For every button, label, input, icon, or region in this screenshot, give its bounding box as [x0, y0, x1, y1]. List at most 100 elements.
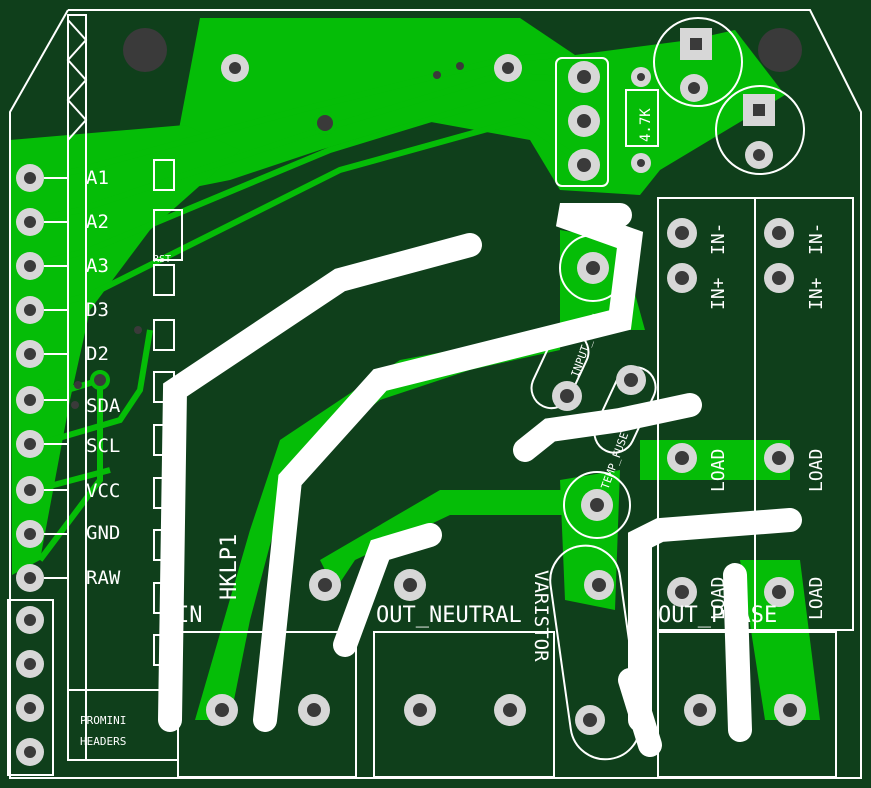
- pad[interactable]: [16, 430, 44, 458]
- pad[interactable]: [494, 694, 526, 726]
- pad[interactable]: [680, 28, 712, 60]
- pad[interactable]: [764, 577, 794, 607]
- relay-block-2: [754, 197, 854, 631]
- header-box: [153, 371, 175, 403]
- pad[interactable]: [764, 443, 794, 473]
- led-outline: [653, 17, 743, 107]
- pin-label-d3: D3: [86, 299, 109, 321]
- bottom-left-header: [7, 599, 54, 776]
- pad[interactable]: [667, 263, 697, 293]
- pad[interactable]: [552, 381, 582, 411]
- pad[interactable]: [568, 149, 600, 181]
- in-label: IN: [176, 603, 203, 628]
- headers-label: HEADERS: [80, 735, 126, 748]
- pad[interactable]: [298, 694, 330, 726]
- pad[interactable]: [206, 694, 238, 726]
- via: [313, 111, 337, 135]
- rst-box: [153, 209, 183, 261]
- pad[interactable]: [16, 694, 44, 722]
- pad[interactable]: [16, 650, 44, 678]
- pad[interactable]: [16, 296, 44, 324]
- pad[interactable]: [774, 694, 806, 726]
- pad[interactable]: [575, 705, 605, 735]
- via-small: [134, 326, 142, 334]
- pin-label-d2: D2: [86, 343, 109, 365]
- fuse-body: [530, 330, 590, 410]
- header-box: [153, 424, 175, 456]
- hlk-label: HKLP1: [217, 534, 242, 600]
- pro-mini-right-header: [153, 159, 183, 666]
- terminal-in: [177, 631, 357, 778]
- relay1-load-label-a: LOAD: [708, 449, 729, 492]
- relay-pads: [667, 218, 794, 607]
- relay2-load-label-a: LOAD: [806, 449, 827, 492]
- header-box: [153, 264, 175, 296]
- pad[interactable]: [743, 94, 775, 126]
- pro-mini-header: PROMINI HEADERS: [66, 14, 179, 761]
- hlk-module: HKLP1: [217, 534, 426, 601]
- led-outline: [715, 85, 805, 175]
- pad[interactable]: [616, 365, 646, 395]
- relay1-load-label-b: LOAD: [708, 577, 729, 620]
- relay1-in-pos-label: IN+: [708, 277, 729, 310]
- pin-label-raw: RAW: [86, 567, 121, 589]
- pin-label-gnd: GND: [86, 522, 120, 544]
- signal-trace: [34, 467, 111, 493]
- pad[interactable]: [16, 164, 44, 192]
- via: [494, 54, 522, 82]
- via: [221, 54, 249, 82]
- pad[interactable]: [16, 252, 44, 280]
- pad[interactable]: [584, 570, 614, 600]
- relay-labels: IN- IN+ LOAD LOAD IN- IN+ LOAD LOAD: [708, 222, 827, 620]
- via-small: [74, 381, 82, 389]
- hv-silk-stripe: [333, 523, 442, 657]
- hv-silk-stripes: [158, 203, 802, 757]
- pin-label-scl: SCL: [86, 435, 120, 457]
- hv-silk-stripe: [158, 233, 482, 732]
- pad[interactable]: [631, 67, 651, 87]
- pad[interactable]: [16, 208, 44, 236]
- pad[interactable]: [394, 569, 426, 601]
- pad[interactable]: [680, 74, 708, 102]
- fuse-outline: [559, 234, 627, 302]
- pad[interactable]: [16, 738, 44, 766]
- pad[interactable]: [568, 105, 600, 137]
- pad[interactable]: [764, 218, 794, 248]
- pad[interactable]: [568, 61, 600, 93]
- led-1: [653, 17, 743, 107]
- pad[interactable]: [667, 218, 697, 248]
- pad[interactable]: [16, 476, 44, 504]
- pad[interactable]: [667, 577, 697, 607]
- pad[interactable]: [16, 564, 44, 592]
- hv-silk-stripe: [253, 203, 644, 732]
- mount-hole: [123, 28, 167, 72]
- neutral-copper: [320, 490, 595, 590]
- pin-label-a2: A2: [86, 211, 109, 233]
- pin-label-a1: A1: [86, 167, 109, 189]
- header-outline: [7, 599, 54, 776]
- pad[interactable]: [309, 569, 341, 601]
- signal-trace: [34, 116, 582, 313]
- pad[interactable]: [631, 153, 651, 173]
- pad[interactable]: [745, 141, 773, 169]
- pad[interactable]: [684, 694, 716, 726]
- fuse-outline: [563, 471, 631, 539]
- header-box: [153, 529, 175, 561]
- pad[interactable]: [667, 443, 697, 473]
- pad[interactable]: [16, 386, 44, 414]
- pad[interactable]: [16, 340, 44, 368]
- pad[interactable]: [581, 489, 613, 521]
- led-2: [715, 85, 805, 175]
- pad[interactable]: [404, 694, 436, 726]
- header-box: [153, 477, 175, 509]
- pad[interactable]: [16, 606, 44, 634]
- pad[interactable]: [577, 252, 609, 284]
- header-box: [153, 319, 175, 351]
- pad[interactable]: [764, 263, 794, 293]
- out-phase-label: OUT_PHASE: [658, 603, 777, 628]
- fuse-body: [593, 366, 657, 454]
- bottom-terminal-pads: [206, 694, 806, 726]
- via-small: [433, 71, 441, 79]
- pad[interactable]: [16, 520, 44, 548]
